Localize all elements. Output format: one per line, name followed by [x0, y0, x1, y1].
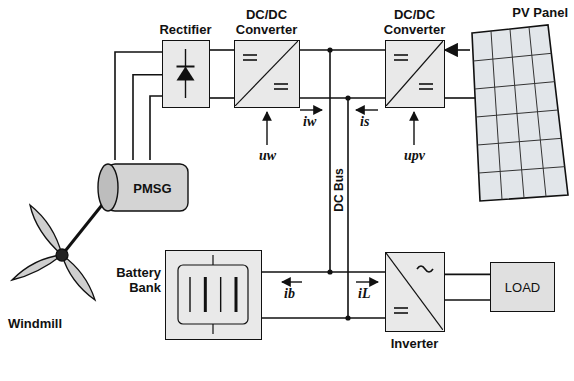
node-heading: DC/DC Converter	[225, 7, 309, 37]
converter-box: DC/DC Converter	[234, 40, 300, 108]
blade	[62, 255, 95, 300]
dc-symbol	[386, 41, 443, 106]
wire-connector	[262, 271, 385, 273]
node-text: LOAD	[491, 280, 554, 295]
wire	[115, 52, 162, 160]
signal-name: upv	[404, 148, 425, 163]
signal-name: is	[360, 114, 369, 129]
signal-name: iw	[303, 114, 316, 129]
signal-name: iL	[358, 286, 370, 301]
current-arrow	[300, 109, 322, 110]
shaft	[62, 205, 102, 255]
wire	[445, 97, 476, 99]
wire	[300, 97, 385, 99]
junction-dot	[345, 315, 350, 320]
wire-connector	[445, 49, 470, 51]
current-arrow	[356, 281, 378, 282]
wire-connector	[210, 49, 234, 51]
bat-symbol	[166, 251, 260, 338]
dc-bus-line	[329, 50, 331, 272]
rect-symbol	[163, 41, 208, 106]
battery-box: Battery Bank	[165, 250, 262, 340]
node-heading: PV Panel	[512, 5, 568, 20]
junction-dot	[345, 95, 350, 100]
node-heading: Battery Bank	[105, 265, 161, 295]
hub	[56, 249, 68, 261]
wire	[150, 96, 162, 160]
rectifier-box: Rectifier	[162, 40, 210, 108]
blade	[12, 255, 62, 280]
pv-symbol	[470, 5, 570, 205]
wire	[445, 299, 490, 301]
component-label: Windmill	[8, 316, 62, 331]
load-box: LOAD	[490, 262, 555, 312]
dc-bus-line	[347, 98, 349, 318]
control-arrow	[413, 112, 414, 145]
wire-connector	[300, 49, 385, 51]
signal-name: ib	[284, 286, 295, 301]
node-heading: DC/DC Converter	[373, 7, 457, 37]
converter-box: DC/DC Converter	[385, 40, 445, 108]
wire-connector	[445, 274, 490, 276]
wire	[210, 97, 234, 99]
wire	[262, 317, 385, 319]
node-heading: Inverter	[373, 336, 457, 351]
control-arrow	[266, 112, 267, 145]
inverter-box: Inverter	[385, 252, 445, 332]
generator: PMSG	[95, 160, 190, 215]
inv-symbol	[386, 253, 443, 330]
current-arrow	[282, 281, 302, 282]
bus-label: DC Bus	[332, 165, 346, 215]
signal-name: uw	[259, 148, 276, 163]
wire-connector	[133, 75, 162, 160]
current-arrow	[356, 109, 378, 110]
node-heading: Rectifier	[149, 22, 223, 37]
dc-symbol	[235, 41, 298, 106]
pv-panel: PV Panel	[470, 5, 570, 205]
blade	[30, 205, 62, 255]
node-text: PMSG	[95, 180, 190, 195]
